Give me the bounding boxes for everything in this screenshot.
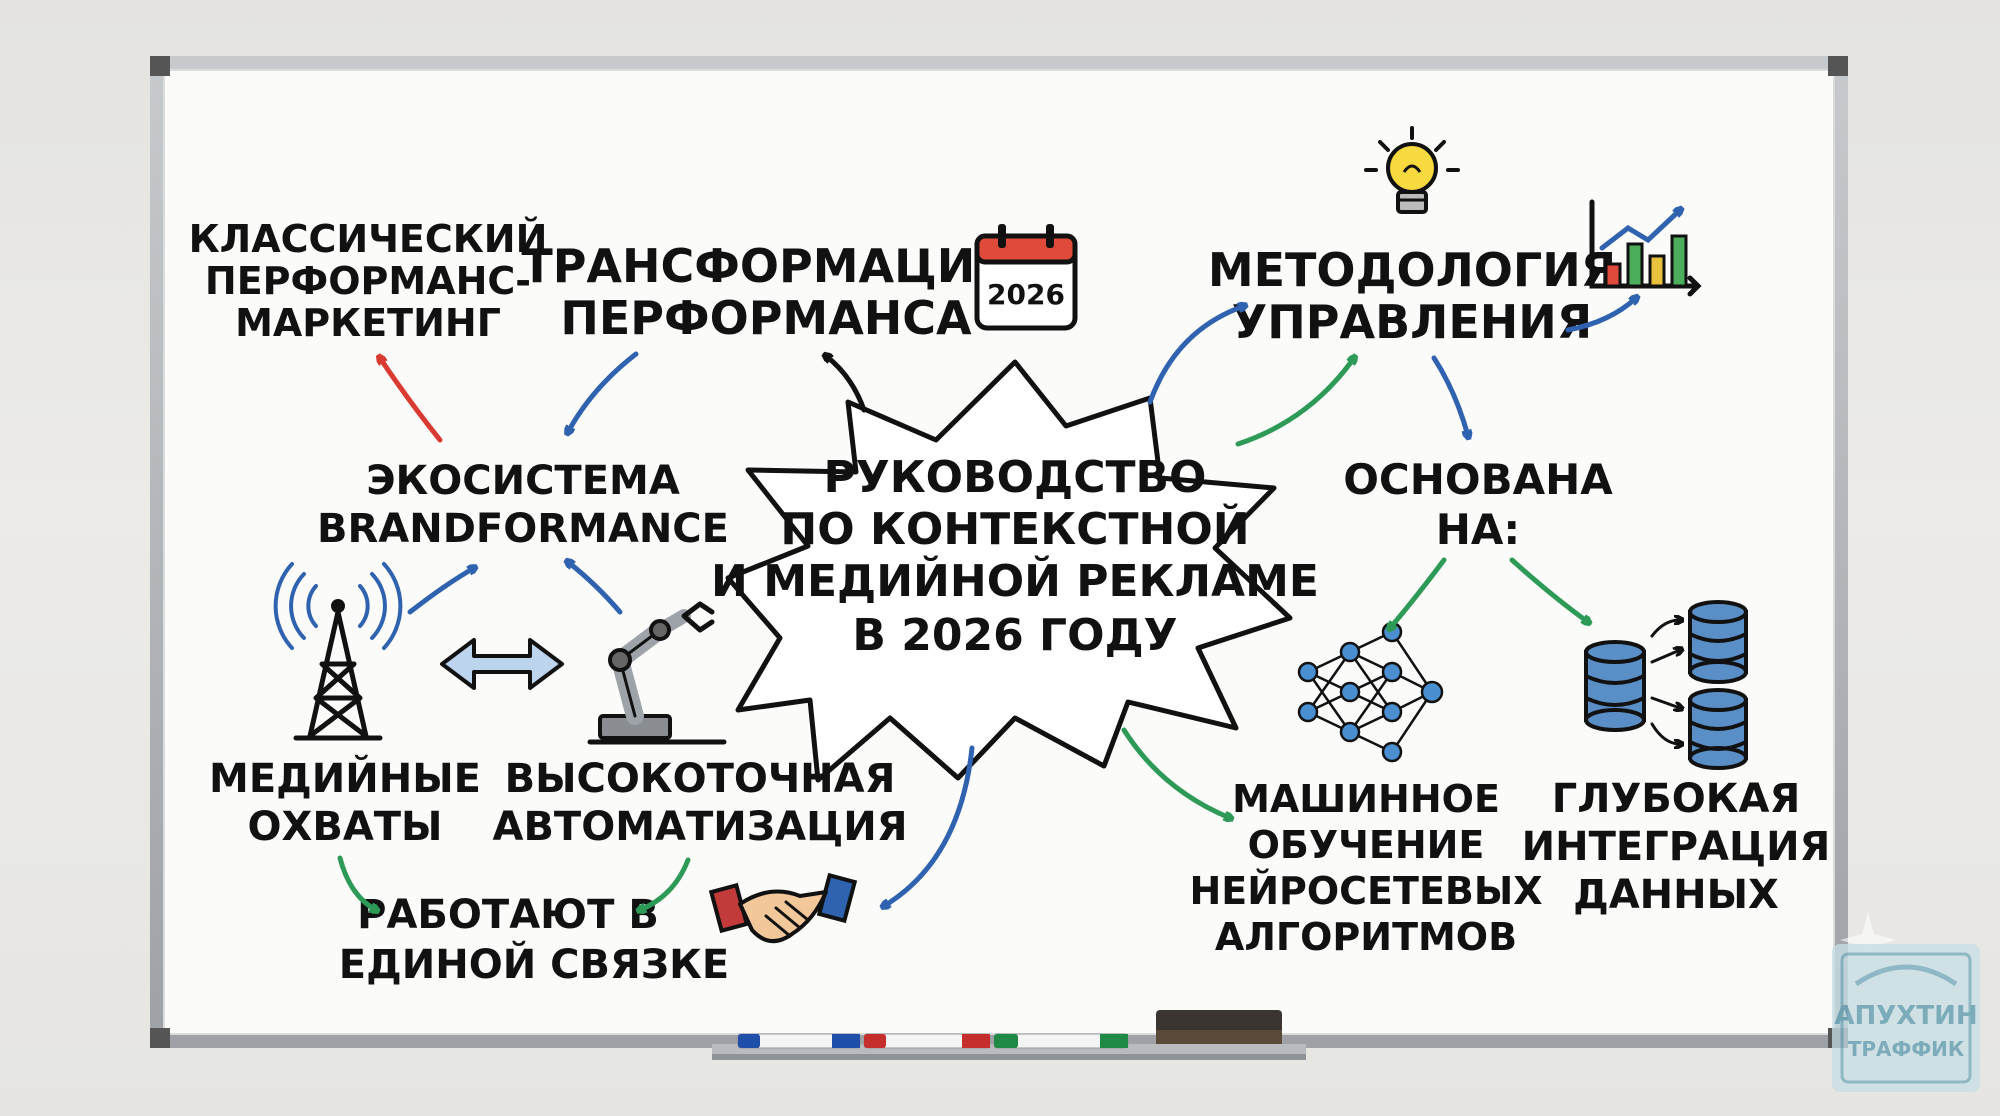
svg-text:МАШИННОЕ: МАШИННОЕ xyxy=(1232,777,1500,821)
svg-text:ТРАНСФОРМАЦИЯ: ТРАНСФОРМАЦИЯ xyxy=(521,239,1010,293)
work-together-label: РАБОТАЮТ В ЕДИНОЙ СВЯЗКЕ xyxy=(339,892,729,988)
svg-text:ОБУЧЕНИЕ: ОБУЧЕНИЕ xyxy=(1248,823,1485,867)
svg-text:АВТОМАТИЗАЦИЯ: АВТОМАТИЗАЦИЯ xyxy=(492,804,907,850)
svg-text:РАБОТАЮТ В: РАБОТАЮТ В xyxy=(357,892,659,938)
svg-text:АЛГОРИТМОВ: АЛГОРИТМОВ xyxy=(1215,915,1517,959)
svg-text:МЕТОДОЛОГИЯ: МЕТОДОЛОГИЯ xyxy=(1208,243,1616,297)
logo-line-2: ТРАФФИК xyxy=(1848,1037,1965,1061)
svg-text:ПЕРФОРМАНСА: ПЕРФОРМАНСА xyxy=(560,291,972,345)
svg-text:УПРАВЛЕНИЯ: УПРАВЛЕНИЯ xyxy=(1232,295,1592,349)
data-integration-label: ГЛУБОКАЯ ИНТЕГРАЦИЯ ДАННЫХ xyxy=(1522,776,1831,918)
logo-line-1: АПУХТИН xyxy=(1834,1001,1977,1031)
svg-text:ГЛУБОКАЯ: ГЛУБОКАЯ xyxy=(1552,776,1801,822)
methodology-label: МЕТОДОЛОГИЯ УПРАВЛЕНИЯ xyxy=(1208,243,1616,349)
svg-text:МАРКЕТИНГ: МАРКЕТИНГ xyxy=(235,301,501,345)
svg-text:ОХВАТЫ: ОХВАТЫ xyxy=(247,804,442,850)
green-marker[interactable] xyxy=(993,1033,1129,1049)
robot-arm-icon xyxy=(587,601,727,745)
database-bottom xyxy=(1688,688,1748,770)
svg-text:ИНТЕГРАЦИЯ: ИНТЕГРАЦИЯ xyxy=(1522,824,1831,870)
watermark-logo: АПУХТИН ТРАФФИК xyxy=(1832,912,1980,1092)
svg-text:ПЕРФОРМАНС-: ПЕРФОРМАНС- xyxy=(205,259,531,303)
svg-text:ОСНОВАНА: ОСНОВАНА xyxy=(1343,455,1613,504)
marker-tray xyxy=(712,1010,1306,1060)
center-title-line-4: В 2026 ГОДУ xyxy=(852,610,1177,661)
double-arrow-icon xyxy=(440,638,564,690)
center-title-line-1: РУКОВОДСТВО xyxy=(824,452,1207,503)
classic-performance-label: КЛАССИЧЕСКИЙ ПЕРФОРМАНС- МАРКЕТИНГ xyxy=(189,217,548,345)
svg-text:ДАННЫХ: ДАННЫХ xyxy=(1573,872,1779,918)
handshake-icon xyxy=(708,872,858,943)
svg-text:ВЫСОКОТОЧНАЯ: ВЫСОКОТОЧНАЯ xyxy=(505,756,896,802)
center-title-line-3: И МЕДИЙНОЙ РЕКЛАМЕ xyxy=(711,554,1319,607)
calendar-year: 2026 xyxy=(987,278,1065,311)
center-title-line-2: ПО КОНТЕКСТНОЙ xyxy=(780,502,1249,555)
svg-text:НА:: НА: xyxy=(1436,505,1520,554)
svg-text:ЕДИНОЙ СВЯЗКЕ: ЕДИНОЙ СВЯЗКЕ xyxy=(339,940,729,988)
database-icon xyxy=(1584,600,1748,770)
central-starburst: РУКОВОДСТВО ПО КОНТЕКСТНОЙ И МЕДИЙНОЙ РЕ… xyxy=(711,359,1319,783)
svg-text:МЕДИЙНЫЕ: МЕДИЙНЫЕ xyxy=(209,754,481,802)
database-top xyxy=(1688,600,1748,684)
database-source xyxy=(1584,640,1646,732)
svg-text:BRANDFORMANCE: BRANDFORMANCE xyxy=(317,506,729,552)
svg-text:ЭКОСИСТЕМА: ЭКОСИСТЕМА xyxy=(366,458,680,504)
automation-label: ВЫСОКОТОЧНАЯ АВТОМАТИЗАЦИЯ xyxy=(492,756,907,850)
svg-text:КЛАССИЧЕСКИЙ: КЛАССИЧЕСКИЙ xyxy=(189,217,548,261)
blue-marker[interactable] xyxy=(737,1033,861,1049)
media-reach-label: МЕДИЙНЫЕ ОХВАТЫ xyxy=(209,754,481,850)
eraser[interactable] xyxy=(1156,1010,1282,1044)
based-on-label: ОСНОВАНА НА: xyxy=(1343,455,1613,554)
red-marker[interactable] xyxy=(863,1033,991,1049)
growth-chart-icon xyxy=(1589,199,1702,297)
svg-text:НЕЙРОСЕТЕВЫХ: НЕЙРОСЕТЕВЫХ xyxy=(1189,869,1542,913)
diagram-arrows xyxy=(337,298,1636,910)
radio-tower-icon xyxy=(273,562,403,741)
ecosystem-label: ЭКОСИСТЕМА BRANDFORMANCE xyxy=(317,458,729,552)
calendar-icon: 2026 xyxy=(974,224,1078,331)
transformation-label: ТРАНСФОРМАЦИЯ ПЕРФОРМАНСА xyxy=(521,239,1010,345)
neural-network-icon xyxy=(1297,621,1444,763)
lightbulb-icon xyxy=(1364,126,1460,214)
machine-learning-label: МАШИННОЕ ОБУЧЕНИЕ НЕЙРОСЕТЕВЫХ АЛГОРИТМО… xyxy=(1189,777,1542,959)
